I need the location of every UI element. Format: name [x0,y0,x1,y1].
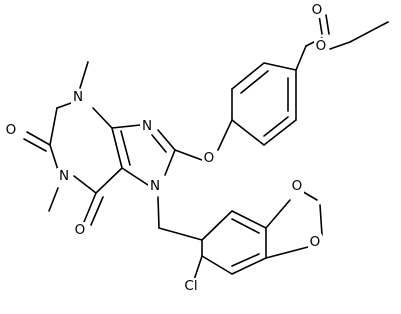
bond [111,127,123,169]
atom-text: O [292,178,303,194]
bond [319,204,323,236]
bond [92,107,113,129]
bond [120,130,131,166]
atom-text: O [312,2,323,18]
atom-label-o-dioxole-bottom: O [308,234,322,250]
bond [265,246,309,259]
atom-label-n9: N [140,118,154,134]
atom-text: O [204,150,215,166]
bond [231,253,260,267]
atom-text: O [6,122,17,138]
bond [263,116,289,137]
bond [164,149,176,176]
atom-label-n7: N [148,178,162,194]
bond [49,144,59,171]
atom-label-o-c2: O [4,122,18,138]
bond [201,255,233,275]
bond [263,119,297,146]
bond [263,62,297,71]
atom-label-o-ether: O [202,150,216,166]
bond [349,21,389,43]
atom-label-o-ester-carbonyl: O [310,2,324,18]
bond [95,167,123,194]
bond [201,210,233,241]
atom-text: N [142,118,152,134]
atom-label-o-ester-methoxy: O [314,38,328,54]
atom-label-cl: Cl [181,278,201,294]
bond [23,138,47,152]
bond [240,70,269,94]
atom-text: Cl [184,278,197,294]
bond [79,61,89,89]
bond [265,199,291,229]
bond [318,14,323,35]
bond [111,124,141,129]
bond [174,149,203,161]
bond [329,41,351,50]
bond [231,218,260,234]
bond [231,119,265,146]
bond [90,196,104,226]
bond [295,45,307,71]
atom-text: O [75,222,86,238]
bond [157,129,176,151]
bond [26,131,51,146]
bond [121,167,149,186]
atom-text: O [310,234,321,250]
atom-label-o-dioxole-top: O [290,178,304,194]
bond [157,196,160,229]
atom-label-o-c6: O [73,222,87,238]
atom-text: N [150,178,160,194]
atom-text: N [59,168,69,184]
atom-label-n1: N [57,168,71,184]
bond [73,175,97,194]
atom-text: O [316,38,327,54]
atom-text: N [73,89,83,105]
bond [231,257,267,275]
bond [49,107,58,146]
bond [48,187,59,212]
bond [193,255,203,281]
bond [217,119,233,151]
bond [325,14,330,35]
bond [231,62,265,90]
atom-label-n3: N [71,89,85,105]
bond [158,227,203,241]
bond [83,192,97,223]
atom-labels-layer: O O O N N O N O [4,2,328,294]
bonds-layer [23,14,389,281]
bond [151,134,167,153]
bond [231,210,267,229]
